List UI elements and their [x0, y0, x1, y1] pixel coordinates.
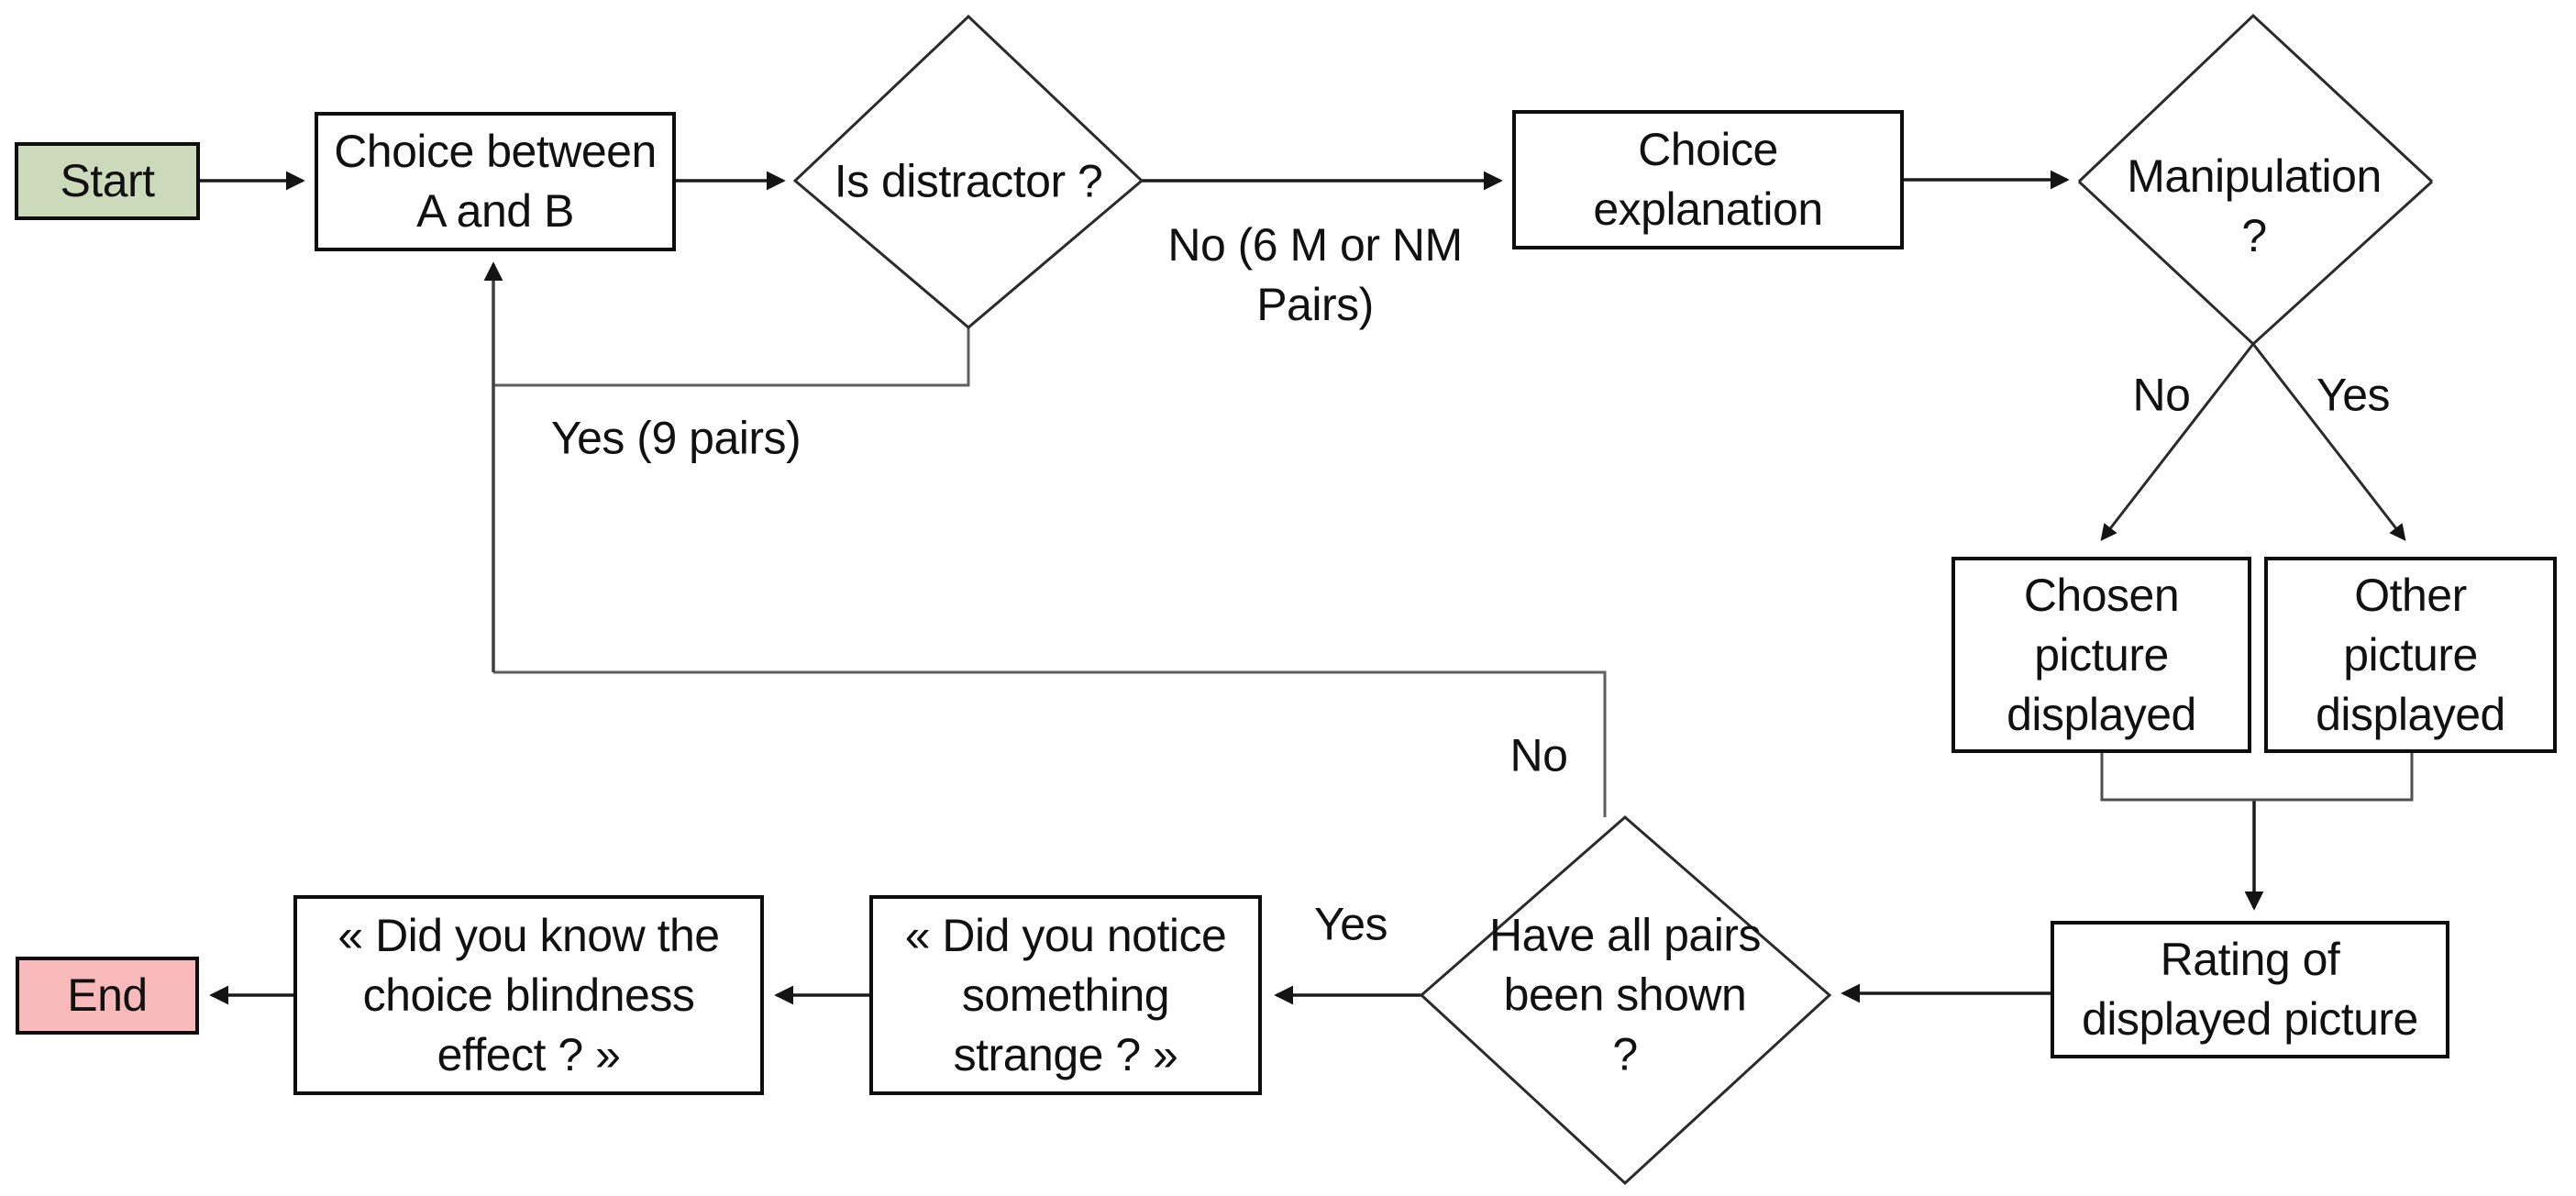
diamond-manipulation	[2077, 13, 2434, 541]
node-choice-explanation-label: Choice explanation	[1593, 124, 1823, 235]
edge-label-distractor-no: No (6 M or NM Pairs)	[1167, 219, 1463, 330]
diamond-all-pairs-label: Have all pairs been shown ?	[1489, 909, 1761, 1080]
node-choice-between-a-b: Choice between A and B	[315, 112, 676, 251]
node-choice-label: Choice between A and B	[334, 126, 657, 237]
merge-connector	[2100, 753, 2414, 802]
edge-label-manipulation-yes: Yes	[2316, 369, 2391, 421]
node-other-picture: Other picture displayed	[2264, 557, 2557, 753]
node-end-label: End	[67, 969, 148, 1021]
node-other-picture-label: Other picture displayed	[2316, 569, 2505, 740]
diamond-all-pairs-shown	[1419, 815, 1832, 1186]
edge-label-distractor-yes: Yes (9 pairs)	[550, 412, 802, 464]
node-notice-strange-label: « Did you notice something strange ? »	[904, 909, 1227, 1080]
node-notice-strange: « Did you notice something strange ? »	[869, 895, 1262, 1095]
node-chosen-picture: Chosen picture displayed	[1951, 557, 2251, 753]
node-know-effect-label: « Did you know the choice blindness effe…	[337, 909, 720, 1080]
node-choice-explanation: Choice explanation	[1512, 110, 1904, 249]
node-chosen-picture-label: Chosen picture displayed	[2007, 569, 2196, 740]
diamond-manipulation-label: Manipulation ?	[2127, 150, 2382, 261]
node-start: Start	[15, 142, 200, 220]
edge-distractor-yes-loop	[493, 327, 970, 387]
diamond-is-distractor-label: Is distractor ?	[834, 155, 1103, 207]
edge-label-manipulation-no: No	[2132, 369, 2191, 421]
edge-label-allpairs-yes: Yes	[1313, 898, 1388, 950]
edge-label-allpairs-no: No	[1509, 729, 1568, 781]
node-rating-label: Rating of displayed picture	[2082, 934, 2418, 1045]
node-start-label: Start	[60, 155, 155, 206]
node-end: End	[16, 957, 199, 1035]
node-rating: Rating of displayed picture	[2051, 921, 2449, 1058]
node-know-effect: « Did you know the choice blindness effe…	[293, 895, 764, 1095]
diamond-is-distractor	[792, 14, 1144, 329]
edge-allpairs-no-loop	[493, 670, 1607, 817]
